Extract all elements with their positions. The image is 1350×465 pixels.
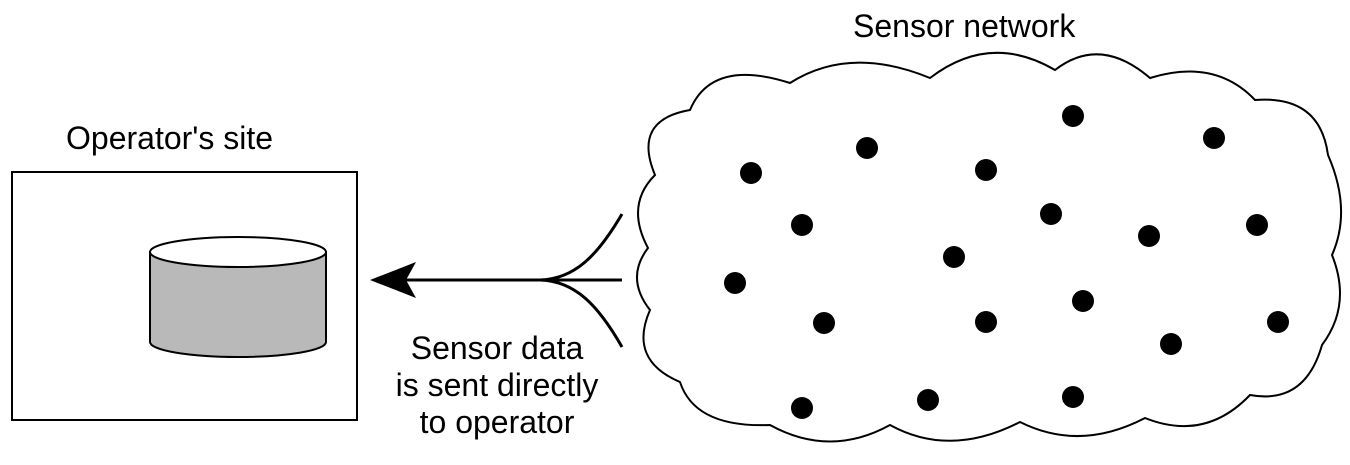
arrow-branch-upper (539, 213, 624, 282)
sensor-node (975, 159, 997, 181)
sensor-node (1267, 311, 1289, 333)
sensor-node (1040, 203, 1062, 225)
sensor-node (1160, 333, 1182, 355)
database-top (149, 236, 327, 268)
arrow-head (370, 262, 416, 298)
sensor-node (1062, 386, 1084, 408)
sensor-node (813, 312, 835, 334)
sensor-node (917, 389, 939, 411)
sensor-node (1062, 105, 1084, 127)
sensor-node (1246, 214, 1268, 236)
operator-site-label: Operator's site (66, 120, 274, 156)
sensor-node (856, 137, 878, 159)
arrow-branch-lower (539, 278, 624, 348)
sensor-node (975, 311, 997, 333)
data-flow-caption-line-2: is sent directly (395, 367, 599, 403)
data-flow-arrow (370, 213, 624, 348)
database-body (149, 251, 327, 358)
data-flow-caption-line-3: to operator (419, 404, 575, 440)
sensor-node (1072, 290, 1094, 312)
sensor-network-cloud (636, 51, 1343, 443)
sensor-network-label: Sensor network (853, 8, 1076, 44)
sensor-node (1203, 127, 1225, 149)
data-flow-caption: Sensor data is sent directly to operator (366, 330, 628, 441)
database-icon (149, 236, 327, 358)
data-flow-caption-line-1: Sensor data (410, 330, 584, 366)
sensor-node (791, 397, 813, 419)
sensor-node (791, 214, 813, 236)
sensor-node (724, 272, 746, 294)
sensor-node (943, 246, 965, 268)
sensor-node (1138, 225, 1160, 247)
sensor-node (740, 162, 762, 184)
sensor-nodes (724, 105, 1289, 419)
